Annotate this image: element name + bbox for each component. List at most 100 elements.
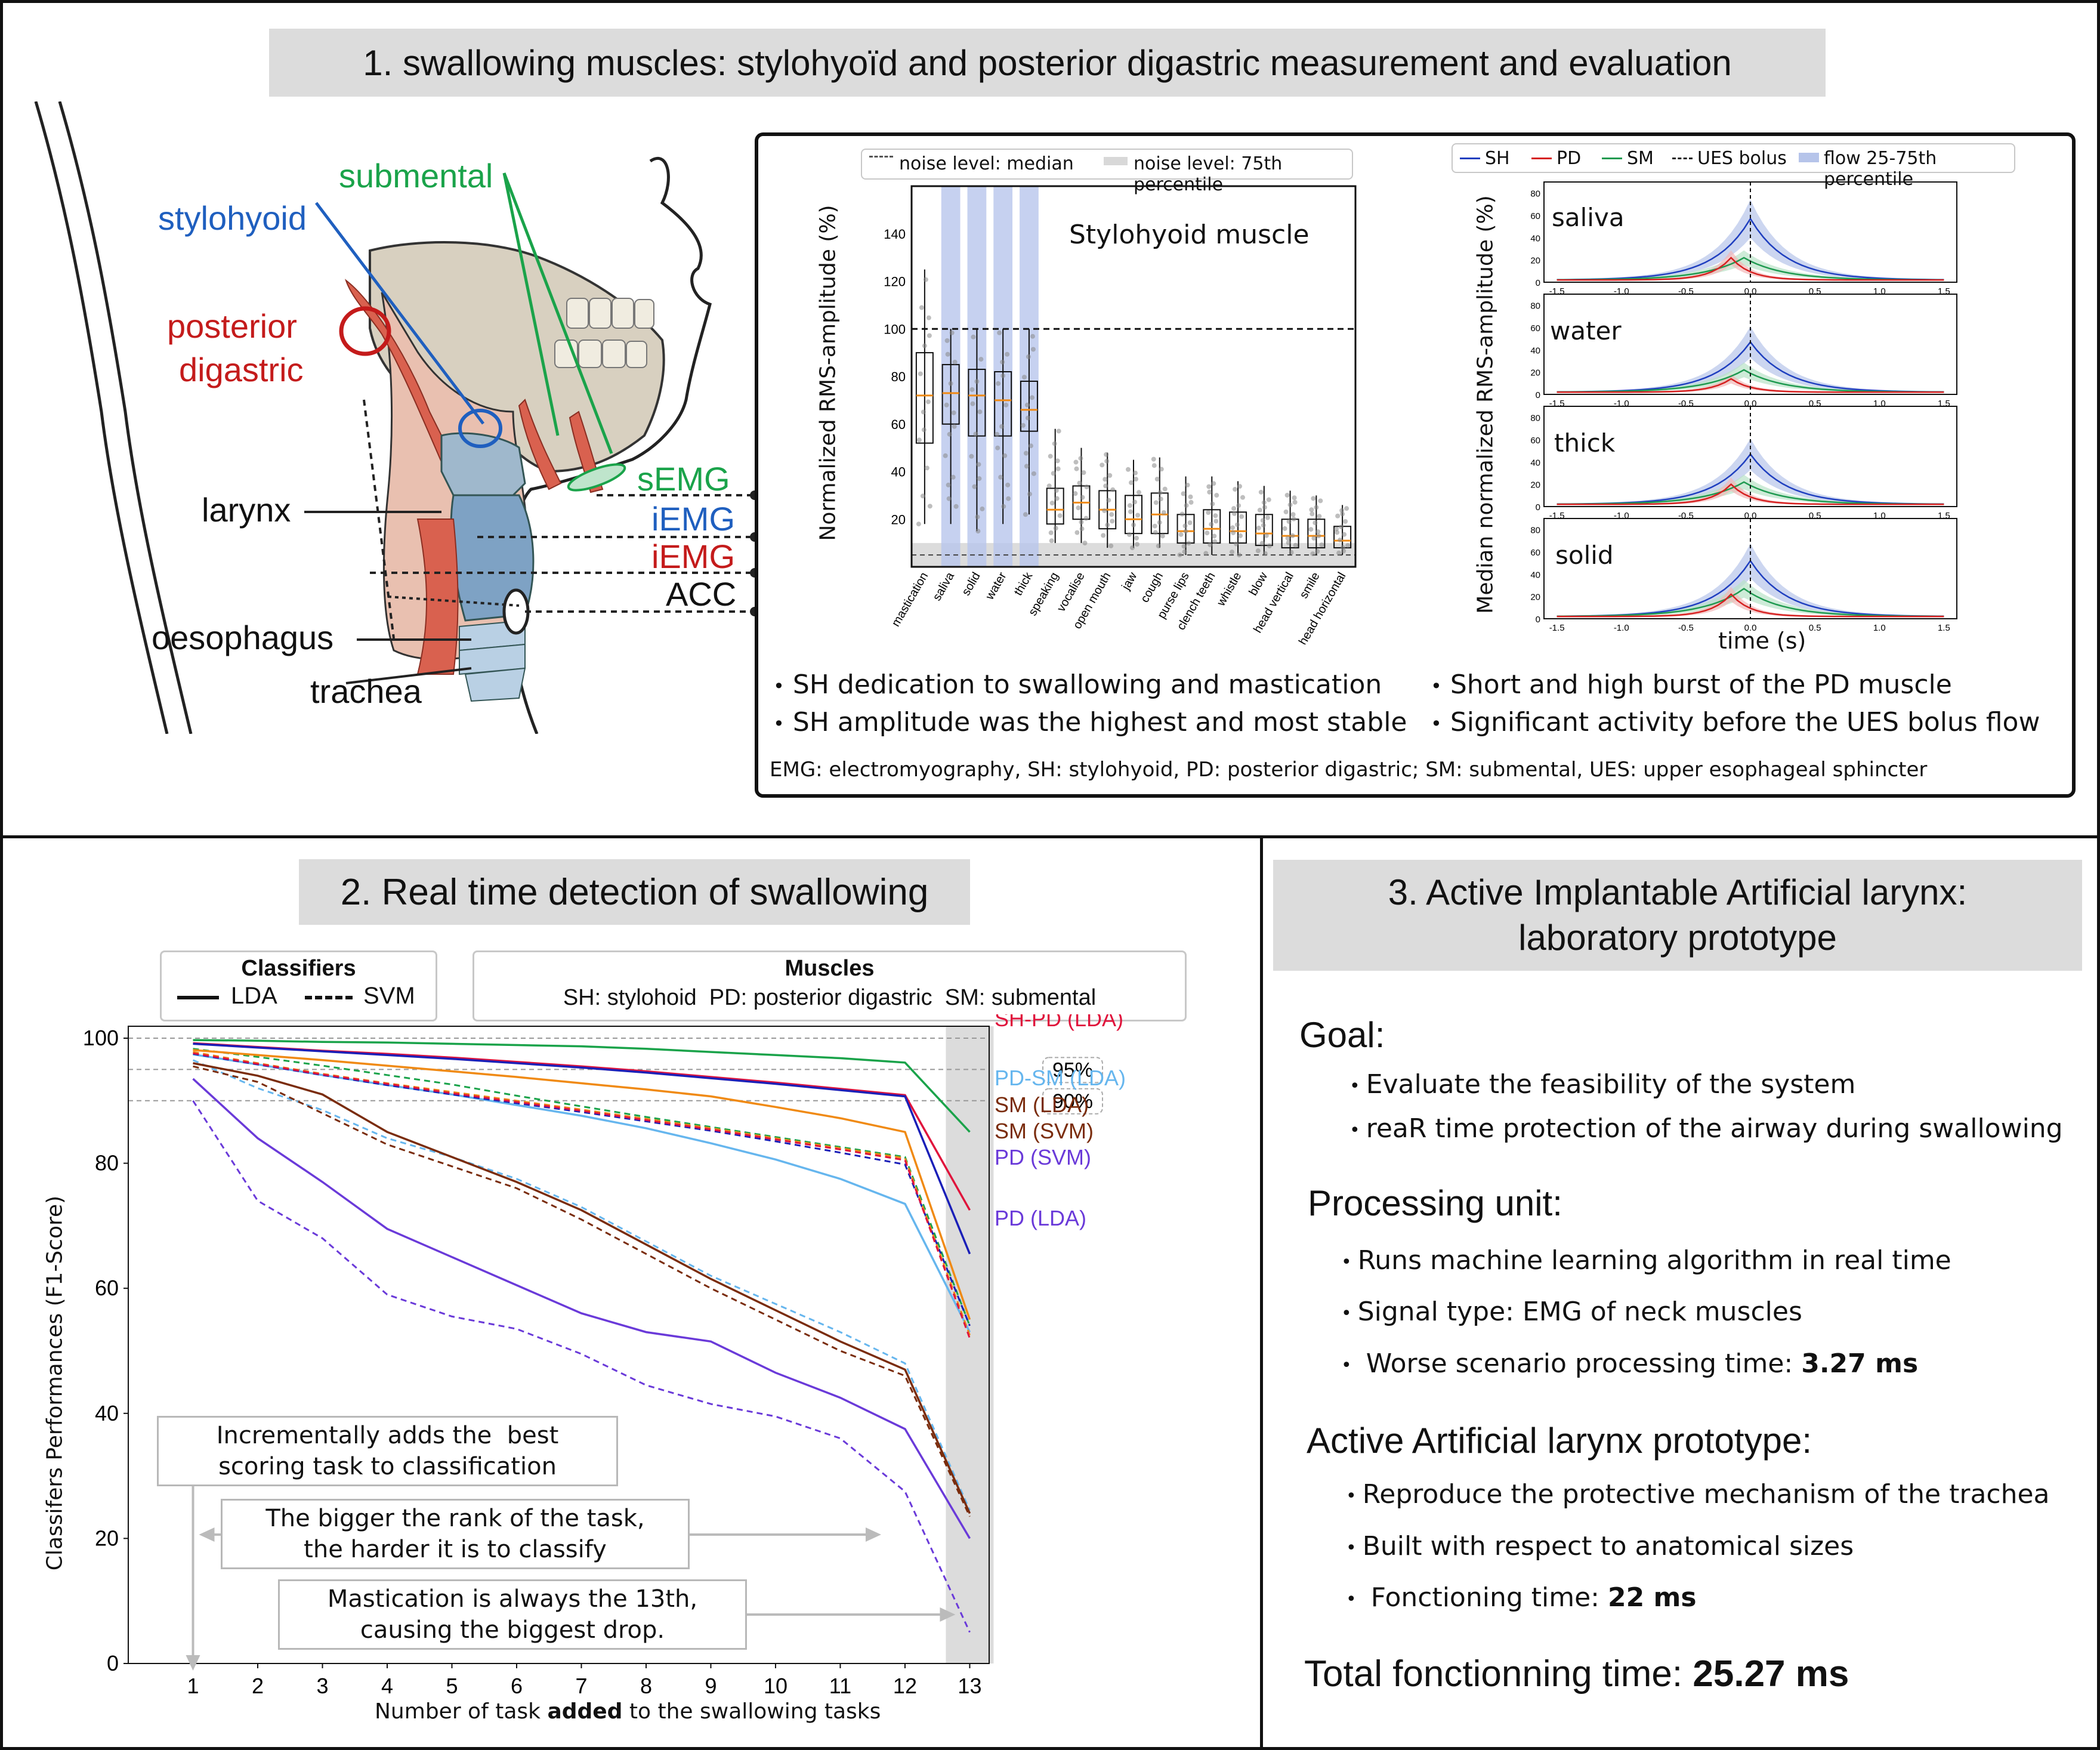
box-point bbox=[1292, 495, 1297, 501]
y-tick-label: 80 bbox=[95, 1151, 119, 1175]
time-xtick: 0.0 bbox=[1744, 623, 1757, 633]
box-point bbox=[1133, 470, 1138, 476]
boxplot-category-label: blow bbox=[1247, 570, 1271, 598]
legend-pd: PD bbox=[1557, 148, 1582, 169]
series-line-pd-svm- bbox=[192, 1078, 971, 1539]
series-line-sm-svm- bbox=[193, 1065, 971, 1517]
time-xtick: -1.5 bbox=[1549, 511, 1565, 521]
x-tick-label: 7 bbox=[575, 1674, 587, 1698]
box-point bbox=[1162, 486, 1168, 492]
timeplot-legend: SH PD SM UES bolus flow 25-75th percenti… bbox=[1452, 143, 2015, 190]
box-point bbox=[953, 504, 959, 509]
box-point bbox=[1293, 542, 1298, 548]
box-point bbox=[1257, 507, 1262, 513]
box-point bbox=[969, 387, 975, 392]
time-xtick: 1.5 bbox=[1938, 399, 1950, 409]
abbreviations-note: EMG: electromyography, SH: stylohyoid, P… bbox=[770, 758, 1928, 782]
box-point bbox=[1151, 456, 1156, 462]
box-point bbox=[995, 431, 1000, 437]
x-tick-label: 5 bbox=[446, 1674, 458, 1698]
time-ytick: 0 bbox=[1536, 502, 1540, 513]
processing-item-ml: Runs machine learning algorithm in real … bbox=[1341, 1245, 1951, 1276]
time-xtick: 1.5 bbox=[1938, 623, 1950, 633]
time-xtick: 1.0 bbox=[1873, 511, 1886, 521]
box-point bbox=[1291, 516, 1296, 521]
box-point bbox=[1074, 530, 1080, 535]
time-label-thick: thick bbox=[1554, 428, 1616, 458]
box-point bbox=[1157, 520, 1162, 525]
box-point bbox=[1212, 533, 1217, 539]
box-point bbox=[1135, 542, 1139, 547]
box-point bbox=[1002, 453, 1008, 458]
box-point bbox=[1029, 395, 1034, 400]
time-xtick: 1.5 bbox=[1938, 511, 1950, 521]
box-point bbox=[1339, 508, 1345, 513]
box-point bbox=[1078, 456, 1083, 461]
box-speaking bbox=[1046, 487, 1064, 525]
total-time: Total fonctionning time: 25.27 ms bbox=[1304, 1653, 1849, 1695]
time-xtick: -1.5 bbox=[1549, 286, 1565, 297]
box-point bbox=[971, 334, 976, 339]
time-xtick: -0.5 bbox=[1678, 623, 1694, 633]
box-point bbox=[977, 409, 983, 415]
muscles-legend: Muscles SH: stylohoid PD: posterior diga… bbox=[472, 950, 1187, 1021]
prototype-item-mechanism: Reproduce the protective mechanism of th… bbox=[1346, 1479, 2050, 1510]
box-point bbox=[1181, 491, 1186, 496]
box-point bbox=[1052, 441, 1057, 446]
box-point bbox=[975, 529, 981, 534]
box-point bbox=[1135, 513, 1140, 518]
box-point bbox=[970, 401, 975, 406]
box-point bbox=[952, 424, 957, 429]
box-point bbox=[1310, 551, 1315, 557]
total-time-value: 25.27 ms bbox=[1693, 1653, 1849, 1695]
box-point bbox=[1289, 550, 1294, 555]
panel-1-title: 1. swallowing muscles: stylohyoïd and po… bbox=[269, 29, 1826, 97]
boxplot-category-label: cough bbox=[1138, 570, 1166, 605]
annotation-mastication: Mastication is always the 13th, causing … bbox=[278, 1579, 747, 1650]
legend-flow-percentile: flow 25-75th percentile bbox=[1824, 148, 1937, 190]
finding-ues-activity: Significant activity before the UES bolu… bbox=[1431, 707, 2040, 737]
box-point bbox=[995, 445, 1000, 450]
time-ytick: 60 bbox=[1530, 548, 1540, 558]
box-point bbox=[1287, 502, 1293, 508]
box-point bbox=[927, 333, 932, 338]
reference-label-95-group: 95% bbox=[1042, 1057, 1103, 1084]
time-ytick: 40 bbox=[1530, 233, 1540, 243]
panel-2-title-text: 2. Real time detection of swallowing bbox=[340, 871, 929, 913]
time-xtick: 1.0 bbox=[1873, 623, 1886, 633]
box-point bbox=[1128, 509, 1133, 514]
series-line-sm-lda- bbox=[193, 1062, 971, 1514]
box-point bbox=[1160, 533, 1165, 539]
box-point bbox=[949, 330, 955, 335]
box-point bbox=[1209, 521, 1214, 527]
box-point bbox=[1057, 513, 1063, 518]
time-ytick: 20 bbox=[1530, 368, 1540, 378]
series-line-sh-sm-lda- bbox=[193, 1053, 971, 1326]
series-label-pd-svm-: PD (SVM) bbox=[995, 1145, 1091, 1169]
box-point bbox=[1233, 487, 1238, 492]
time-ytick: 0 bbox=[1536, 390, 1540, 400]
box-point bbox=[923, 277, 928, 282]
x-tick-label: 8 bbox=[640, 1674, 652, 1698]
box-point bbox=[977, 476, 982, 482]
box-thick bbox=[1020, 380, 1038, 432]
time-xtick: 0.5 bbox=[1809, 511, 1821, 521]
box-point bbox=[1006, 496, 1011, 501]
box-point bbox=[1264, 533, 1269, 538]
boxplot-ytick: 140 bbox=[884, 227, 906, 242]
time-ytick: 0 bbox=[1536, 615, 1540, 625]
label-semg: sEMG bbox=[637, 460, 730, 498]
box-point bbox=[1048, 530, 1054, 535]
time-xtick: -1.0 bbox=[1614, 286, 1629, 297]
box-point bbox=[1110, 487, 1116, 492]
label-trachea: trachea bbox=[310, 672, 422, 710]
box-point bbox=[1159, 467, 1164, 472]
panel-3 bbox=[1260, 835, 2100, 1750]
series-line-pd-lda- bbox=[192, 1100, 971, 1633]
panel-1-title-text: 1. swallowing muscles: stylohyoïd and po… bbox=[363, 42, 1732, 83]
box-jaw bbox=[1125, 495, 1142, 535]
prototype-time-value: 22 ms bbox=[1607, 1582, 1697, 1613]
box-point bbox=[980, 506, 985, 511]
